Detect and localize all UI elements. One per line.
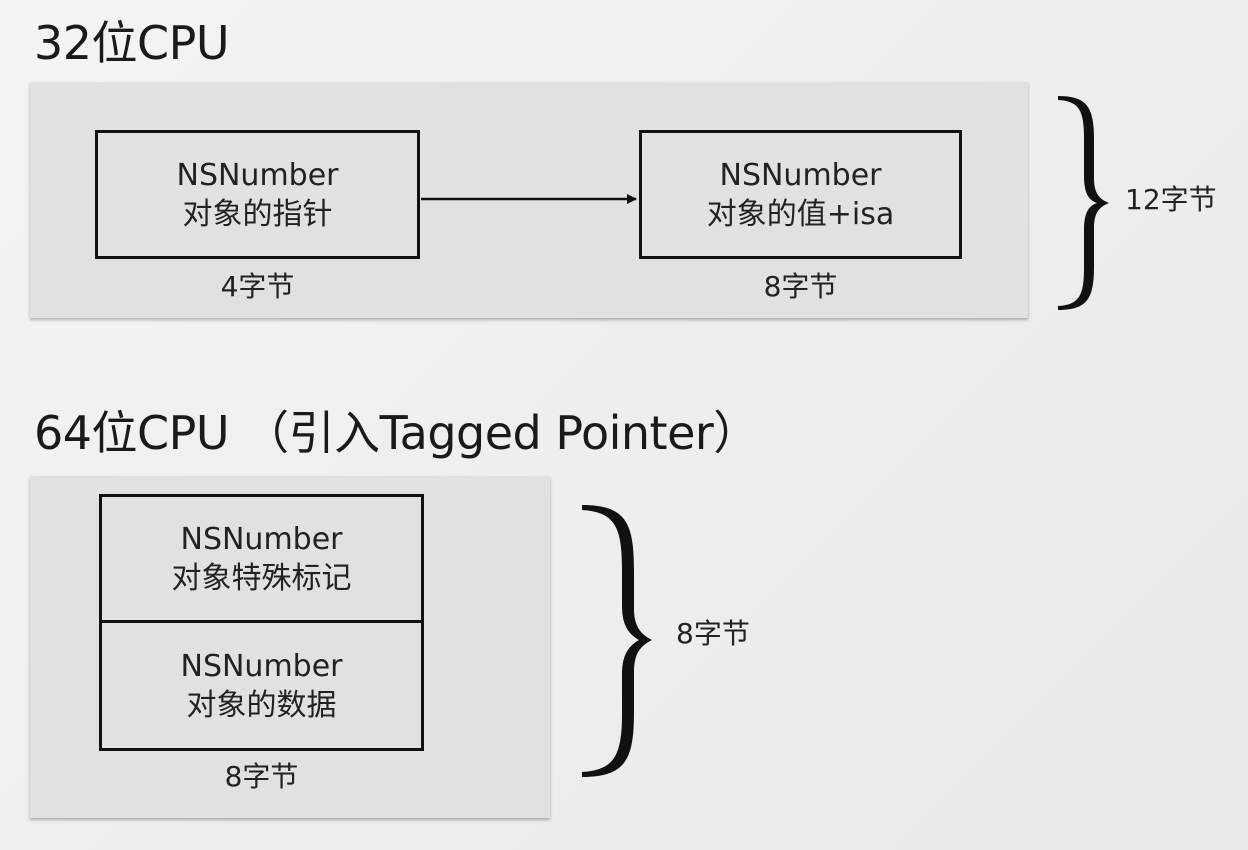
section-64-title: 64位CPU （引入Tagged Pointer） — [34, 406, 759, 460]
pointer-box: NSNumber 对象的指针 — [95, 130, 420, 259]
section-64-total-size: 8字节 — [676, 617, 750, 650]
section-32-total-size: 12字节 — [1125, 183, 1217, 216]
section-64-panel — [30, 476, 550, 818]
mark-box: NSNumber 对象特殊标记 — [99, 494, 424, 623]
section-64-box-size: 8字节 — [224, 760, 299, 793]
mark-box-line2: 对象特殊标记 — [171, 560, 352, 596]
value-size-label: 8字节 — [763, 270, 838, 303]
brace-32-icon — [1058, 96, 1109, 310]
data-box-line1: NSNumber — [180, 648, 343, 684]
value-box-line2: 对象的值+isa — [706, 196, 895, 232]
brace-64-icon — [582, 505, 652, 777]
value-box: NSNumber 对象的值+isa — [639, 130, 962, 259]
mark-box-line1: NSNumber — [180, 521, 343, 557]
data-box-line2: 对象的数据 — [186, 687, 337, 723]
value-box-line1: NSNumber — [719, 157, 882, 193]
pointer-size-label: 4字节 — [220, 270, 295, 303]
pointer-box-line2: 对象的指针 — [182, 196, 333, 232]
pointer-box-line1: NSNumber — [176, 157, 339, 193]
section-32-title: 32位CPU — [34, 16, 230, 70]
data-box: NSNumber 对象的数据 — [99, 620, 424, 751]
